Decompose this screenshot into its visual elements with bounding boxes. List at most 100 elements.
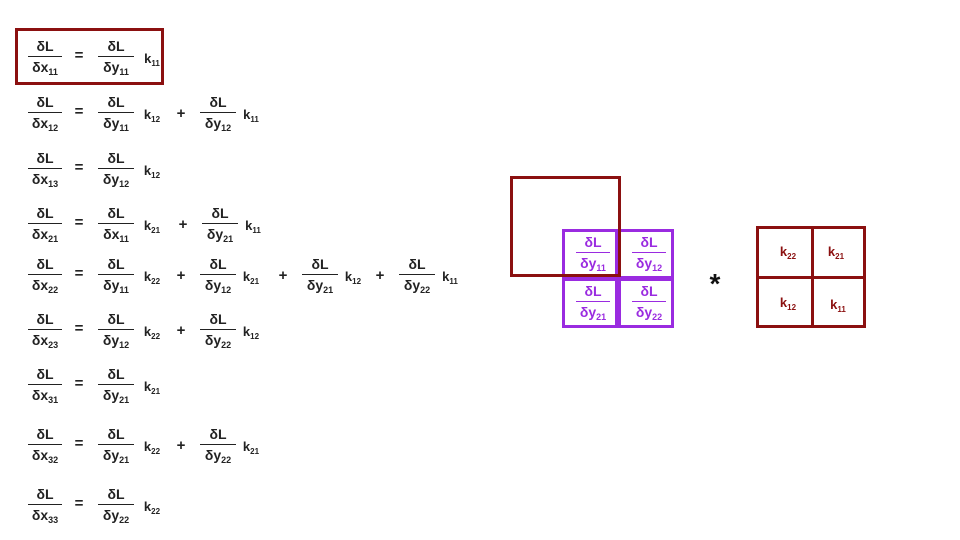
subscript: 11 [252,226,261,235]
kernel-term: k21 [143,379,161,396]
fraction-numerator: δL [36,366,54,382]
lhs-fraction: δL δx12 [28,94,62,137]
fraction-numerator: δL [640,283,658,299]
fraction-denominator: δy21 [102,447,130,465]
kernel-term: k12 [143,107,161,124]
fraction-bar [576,252,610,253]
subscript: 31 [48,395,59,405]
subscript: 22 [420,285,431,295]
subscript: 21 [151,226,161,235]
fraction-numerator: δL [311,256,329,272]
kernel-term: k11 [245,218,261,235]
kernel-cell-label: k21 [827,244,845,261]
subscript: 22 [151,507,161,516]
subscript: 11 [449,277,458,286]
subscript: 21 [835,252,845,261]
fraction-bar [28,112,62,113]
fraction-numerator: δL [36,311,54,327]
fraction-numerator: δL [107,486,125,502]
subscript: 22 [221,455,232,465]
rhs-fraction: δL δy22 [200,426,236,469]
fraction-bar [28,444,62,445]
fraction-denominator: δx12 [31,115,59,133]
plus-sign: + [176,322,186,339]
fraction-denominator: δy21 [102,387,130,405]
fraction-numerator: δL [209,256,227,272]
fraction-numerator: δL [107,311,125,327]
fraction-denominator: δy21 [206,226,234,244]
subscript: 11 [837,305,846,314]
fraction-numerator: δL [36,94,54,110]
fraction-bar [28,384,62,385]
fraction-numerator: δL [36,205,54,221]
equals-sign: = [74,47,84,64]
subscript: 22 [48,285,59,295]
fraction-denominator: δy12 [102,171,130,189]
fraction-denominator: δx23 [31,332,59,350]
fraction-denominator: δy11 [580,255,606,273]
fraction-denominator: δx32 [31,447,59,465]
fraction-numerator: δL [211,205,229,221]
subscript: 11 [596,263,606,273]
kernel-window-frame [510,176,621,277]
fraction-numerator: δL [36,486,54,502]
subscript: 22 [787,252,797,261]
equals-sign: = [74,375,84,392]
kernel-term: k12 [242,324,260,341]
fraction-numerator: δL [107,94,125,110]
fraction-denominator: δy22 [635,304,663,322]
kernel-term: k11 [144,51,160,68]
fraction-denominator: δx31 [31,387,59,405]
flipped-kernel-grid [756,226,866,328]
kernel-term: k22 [143,499,161,516]
fraction-bar [200,444,236,445]
fraction-bar [98,384,134,385]
subscript: 21 [119,455,130,465]
fraction-bar [28,274,62,275]
fraction-denominator: δy22 [204,447,232,465]
subscript: 22 [221,340,232,350]
fraction-numerator: δL [640,234,658,250]
fraction-bar [98,274,134,275]
subscript: 11 [48,67,58,77]
lhs-fraction: δL δx31 [28,366,62,409]
first-equation-highlight-box [15,28,164,85]
subscript: 11 [119,67,129,77]
lhs-fraction: δL δx23 [28,311,62,354]
fraction-bar [28,329,62,330]
fraction-bar [98,168,134,169]
fraction-numerator: δL [209,426,227,442]
subscript: 12 [119,340,130,350]
fraction-denominator: δx11 [103,226,129,244]
subscript: 21 [250,277,260,286]
fraction-denominator: δy21 [306,277,334,295]
equals-sign: = [74,320,84,337]
fraction-bar [632,252,666,253]
fraction-numerator: δL [107,426,125,442]
fraction-bar [98,112,134,113]
subscript: 22 [151,447,161,456]
subscript: 22 [119,515,130,525]
fraction-numerator: δL [107,256,125,272]
subscript: 33 [48,515,59,525]
kernel-term: k21 [242,269,260,286]
equals-sign: = [74,265,84,282]
